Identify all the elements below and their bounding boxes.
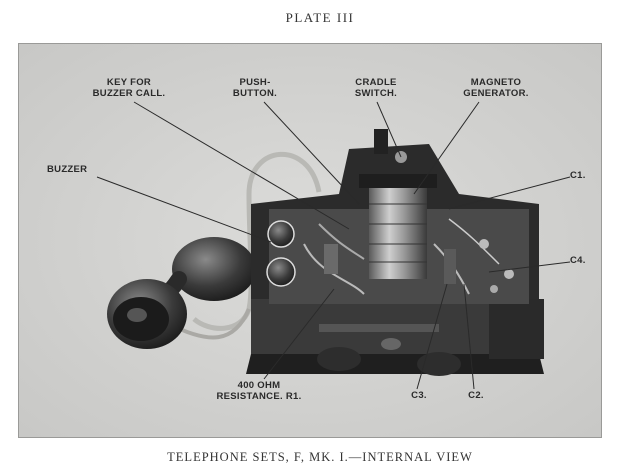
case [246, 129, 544, 376]
label-c2: C2. [468, 390, 484, 401]
internal-view-photograph: KEY FOR BUZZER CALL. PUSH- BUTTON. CRADL… [18, 43, 602, 438]
label-buzzer: BUZZER [47, 164, 88, 175]
label-400-ohm-resistance: 400 OHM RESISTANCE. R1. [216, 380, 302, 402]
label-c3: C3. [411, 390, 427, 401]
handset [107, 237, 256, 349]
label-key-for-buzzer-call: KEY FOR BUZZER CALL. [92, 77, 166, 99]
leader-lines [96, 101, 571, 390]
label-cradle-switch: CRADLE SWITCH. [354, 77, 398, 99]
label-magneto-generator: MAGNETO GENERATOR. [463, 77, 529, 99]
plate-title: PLATE III [285, 10, 355, 25]
figure-caption: TELEPHONE SETS, F, MK. I.—INTERNAL VIEW [167, 450, 473, 464]
label-push-button: PUSH- BUTTON. [232, 77, 278, 99]
label-c1: C1. [570, 170, 586, 181]
telephone-set-illustration [19, 44, 601, 437]
label-c4: C4. [570, 255, 586, 266]
